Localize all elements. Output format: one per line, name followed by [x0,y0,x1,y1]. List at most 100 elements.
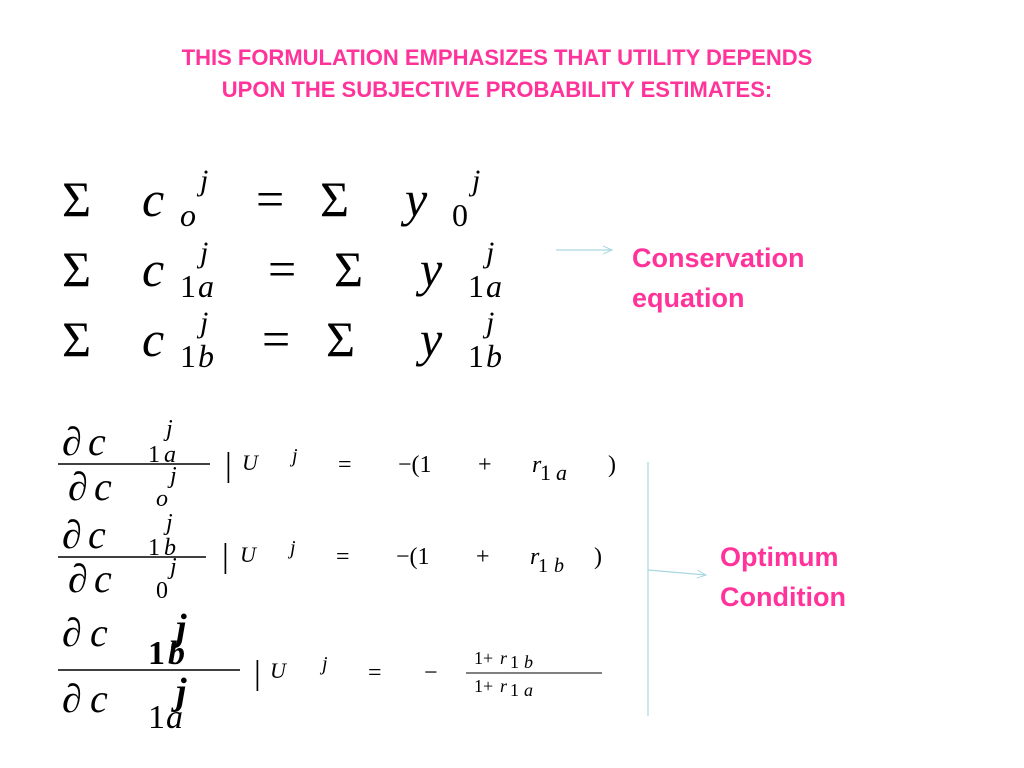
svg-text:−: − [424,660,438,686]
svg-text:a: a [198,268,214,304]
svg-text:): ) [594,544,602,570]
optimum-equation-1: ∂ c j 1 a ∂ c j o | U j = −(1 + r 1 a ) [58,416,616,512]
svg-text:Σ: Σ [62,171,91,227]
svg-text:|: | [254,655,261,692]
svg-text:U: U [240,542,258,567]
svg-text:1: 1 [540,460,551,485]
svg-text:+: + [476,544,490,570]
svg-text:b: b [164,535,176,561]
svg-text:o: o [156,486,168,512]
svg-text:b: b [554,555,564,577]
svg-text:=: = [338,452,352,478]
svg-text:c: c [90,676,108,721]
svg-text:−(1: −(1 [398,452,432,478]
svg-text:1: 1 [510,652,519,672]
svg-text:Σ: Σ [334,241,363,297]
svg-text:1: 1 [510,680,519,700]
svg-text:=: = [262,311,290,367]
svg-text:r: r [500,676,508,696]
svg-text:j: j [287,537,296,559]
svg-text:∂: ∂ [62,419,82,464]
svg-text:1: 1 [180,268,196,304]
svg-text:1+: 1+ [474,648,493,668]
svg-text:∂: ∂ [62,610,82,655]
svg-text:U: U [242,450,260,475]
svg-text:=: = [268,241,296,297]
svg-text:1: 1 [180,338,196,374]
conservation-label-line-2: equation [632,283,745,313]
svg-text:∂: ∂ [68,464,88,509]
svg-text:y: y [400,171,428,227]
svg-text:+: + [478,452,492,478]
svg-text:a: a [166,699,183,736]
svg-text:U: U [270,658,288,683]
svg-text:c: c [142,241,164,297]
svg-text:1: 1 [148,442,160,468]
svg-text:∂: ∂ [68,556,88,601]
svg-text:1+: 1+ [474,676,493,696]
svg-text:=: = [256,171,284,227]
conservation-equation-1: Σ c j o = Σ y j 0 [62,164,480,233]
svg-text:j: j [167,463,177,489]
optimum-label-line-1: Optimum [720,542,839,572]
svg-text:y: y [415,311,443,367]
svg-text:∂: ∂ [62,676,82,721]
svg-text:1: 1 [148,699,165,736]
svg-text:o: o [180,197,196,233]
svg-text:j: j [196,236,208,269]
svg-text:a: a [486,268,502,304]
svg-text:b: b [486,338,502,374]
svg-text:=: = [336,544,350,570]
slide-title: THIS FORMULATION EMPHASIZES THAT UTILITY… [60,42,934,106]
svg-text:0: 0 [156,578,168,604]
svg-text:c: c [88,512,106,557]
svg-text:c: c [94,556,112,601]
svg-text:0: 0 [452,197,468,233]
svg-text:j: j [468,164,480,197]
svg-text:): ) [608,452,616,478]
svg-text:1: 1 [148,635,165,672]
svg-text:r: r [500,648,508,668]
svg-text:b: b [168,635,185,672]
svg-text:b: b [198,338,214,374]
svg-text:c: c [142,171,164,227]
svg-text:c: c [94,464,112,509]
slide-title-line-2: UPON THE SUBJECTIVE PROBABILITY ESTIMATE… [221,77,773,102]
svg-text:1: 1 [148,535,160,561]
svg-text:r: r [530,544,540,570]
svg-text:j: j [289,445,298,467]
svg-text:|: | [225,447,232,484]
optimum-equation-3: ∂ c j 1 b ∂ c j 1 a | U j = − 1+ r 1 b 1… [58,607,602,736]
svg-text:c: c [142,311,164,367]
svg-text:j: j [196,164,208,197]
conservation-equation-2: Σ c j 1 a = Σ y j 1 a [62,236,502,304]
svg-text:j: j [163,416,173,442]
svg-text:Σ: Σ [320,171,349,227]
optimum-label-line-2: Condition [720,582,846,612]
slide-title-line-1: THIS FORMULATION EMPHASIZES THAT UTILITY… [181,45,813,70]
svg-text:j: j [163,510,173,536]
svg-text:a: a [524,680,533,700]
svg-text:c: c [88,419,106,464]
optimum-condition-label: Optimum Condition [720,537,846,617]
svg-text:j: j [319,653,328,675]
svg-text:Σ: Σ [326,311,355,367]
svg-text:j: j [196,306,208,339]
svg-text:1: 1 [468,338,484,374]
conservation-equation-3: Σ c j 1 b = Σ y j 1 b [62,306,502,374]
svg-text:Σ: Σ [62,241,91,297]
conservation-label-line-1: Conservation [632,243,805,273]
svg-text:a: a [164,442,176,468]
svg-text:b: b [524,652,533,672]
svg-text:y: y [415,241,443,297]
svg-text:−(1: −(1 [396,544,430,570]
svg-text:Σ: Σ [62,311,91,367]
optimum-equation-2: ∂ c j 1 b ∂ c j 0 | U j = −(1 + r 1 b ) [58,510,602,604]
svg-text:j: j [482,306,494,339]
svg-text:1: 1 [538,555,548,577]
svg-text:∂: ∂ [62,512,82,557]
svg-text:=: = [368,660,382,686]
svg-text:c: c [90,610,108,655]
svg-text:j: j [167,554,177,580]
